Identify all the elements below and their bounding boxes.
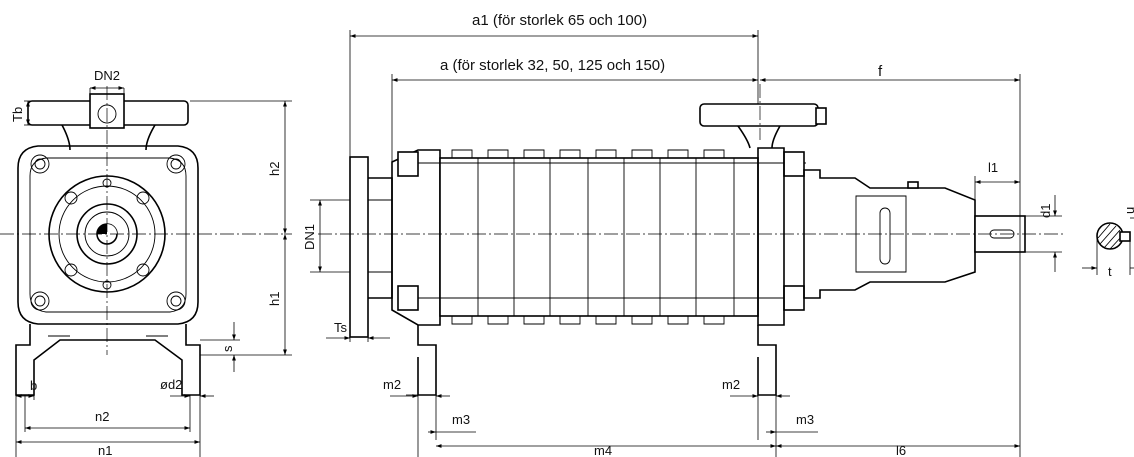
pump-end-view [0,86,292,396]
l6-label: l6 [896,443,906,457]
dn1-label: DN1 [302,224,317,250]
m3-left-label: m3 [452,412,470,427]
end-view-dimensions: DN2 Tb h2 h1 s b ød2 n2 [10,68,292,457]
m4-label: m4 [594,443,612,457]
pump-side-view [318,84,1065,396]
u-label: u [1122,207,1134,214]
a1-label: a1 (för storlek 65 och 100) [472,12,647,29]
tie-rod-nut-icon [397,151,805,311]
l1-label: l1 [988,160,998,175]
h2-label: h2 [267,162,282,176]
f-label: f [878,63,883,80]
ts-label: Ts [334,320,348,335]
d2-label: ød2 [160,377,182,392]
shaft-key-section: t u [1082,207,1134,279]
m2-right-label: m2 [722,377,740,392]
t-label: t [1108,264,1112,279]
h1-label: h1 [267,292,282,306]
dn2-label: DN2 [94,68,120,83]
d1-label: d1 [1038,204,1053,218]
a-label: a (för storlek 32, 50, 125 och 150) [440,57,665,74]
m2-left-label: m2 [383,377,401,392]
section-hatch-icon [1097,223,1123,250]
tb-label: Tb [10,107,25,122]
bolt-head-icon [30,154,186,311]
tie-rod-lugs [451,149,725,325]
side-view-dimensions: a1 (för storlek 65 och 100) a (för storl… [302,12,1062,457]
n2-label: n2 [95,409,109,424]
n1-label: n1 [98,443,112,457]
b-label: b [30,378,37,393]
s-label: s [220,345,235,352]
stage-casings [477,158,735,316]
m3-right-label: m3 [796,412,814,427]
